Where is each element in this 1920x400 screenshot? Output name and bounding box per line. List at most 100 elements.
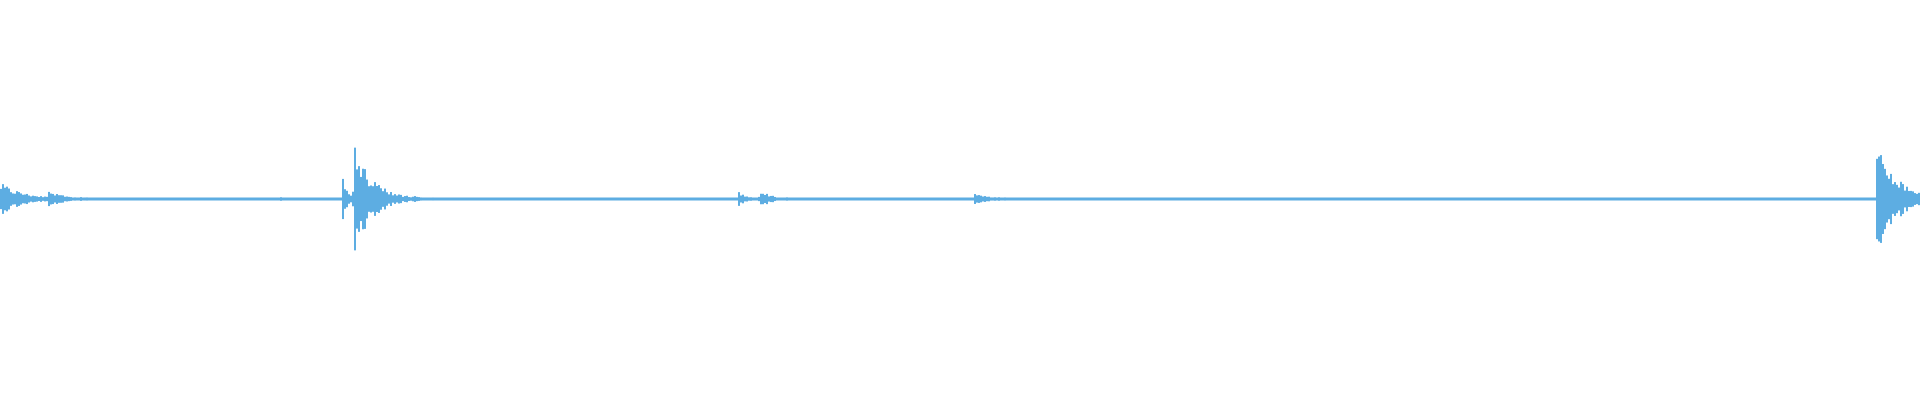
waveform-bar <box>530 197 532 201</box>
waveform-bar <box>1656 197 1658 201</box>
waveform-bar <box>698 197 700 201</box>
waveform-bar <box>1814 197 1816 201</box>
waveform-bar <box>1478 197 1480 201</box>
waveform-bar <box>1562 197 1564 201</box>
waveform-bar <box>206 197 208 201</box>
waveform-bar <box>152 197 154 201</box>
waveform-bar <box>600 197 602 201</box>
waveform-bar <box>158 197 160 201</box>
waveform-bar <box>1034 197 1036 201</box>
waveform-bar <box>1486 197 1488 201</box>
waveform-bar <box>1914 193 1916 205</box>
waveform-bar <box>750 197 752 201</box>
waveform-bar <box>510 197 512 201</box>
waveform-bar <box>280 197 282 201</box>
waveform-bar <box>1160 197 1162 201</box>
waveform-bar <box>148 197 150 201</box>
waveform-bar <box>1864 197 1866 201</box>
waveform-bar <box>744 196 746 202</box>
waveform-bar <box>1430 197 1432 201</box>
waveform-bar <box>288 197 290 201</box>
waveform-bar <box>526 197 528 201</box>
waveform-bar <box>352 191 354 207</box>
waveform-bar <box>338 197 340 201</box>
waveform-bar <box>1110 197 1112 201</box>
waveform-bar <box>474 197 476 201</box>
waveform-bar <box>1444 197 1446 201</box>
waveform-bar <box>1288 197 1290 201</box>
waveform-bar <box>1166 197 1168 201</box>
waveform-bar <box>1662 197 1664 201</box>
waveform-bar <box>1628 197 1630 201</box>
waveform-bar <box>174 197 176 201</box>
waveform-bar <box>1830 197 1832 201</box>
waveform-bar <box>1540 197 1542 201</box>
waveform-bar <box>500 197 502 201</box>
waveform-bar <box>1658 197 1660 201</box>
waveform-bar <box>1618 197 1620 201</box>
waveform-bar <box>1828 197 1830 201</box>
waveform-bar <box>1322 197 1324 201</box>
waveform-bar <box>576 197 578 201</box>
waveform-bar <box>784 197 786 201</box>
waveform-bar <box>1428 197 1430 201</box>
waveform-bar <box>1676 197 1678 201</box>
waveform-bar <box>1886 175 1888 223</box>
waveform-bar <box>202 197 204 201</box>
waveform-bar <box>564 197 566 201</box>
waveform-bar <box>1174 197 1176 201</box>
waveform-bar <box>218 197 220 201</box>
waveform-bar <box>1040 197 1042 201</box>
waveform-bar <box>1600 197 1602 201</box>
waveform-bar <box>532 197 534 201</box>
waveform-bar <box>896 197 898 201</box>
waveform-bar <box>442 197 444 201</box>
waveform-bar <box>4 187 6 211</box>
waveform-bar <box>1704 197 1706 201</box>
waveform-bar <box>508 197 510 201</box>
waveform-bar <box>1906 186 1908 212</box>
waveform-bar <box>1028 197 1030 201</box>
waveform-bar <box>114 197 116 201</box>
waveform-bar <box>324 197 326 201</box>
waveform-bar <box>514 197 516 201</box>
waveform-bar <box>754 197 756 201</box>
waveform-bar <box>66 196 68 202</box>
waveform-bar <box>1320 197 1322 201</box>
waveform-bar <box>724 197 726 201</box>
waveform-bar <box>1630 197 1632 201</box>
waveform-bar <box>54 195 56 203</box>
waveform-bar <box>1284 197 1286 201</box>
waveform-bar <box>458 197 460 201</box>
waveform-bar <box>594 197 596 201</box>
waveform-bar <box>676 197 678 201</box>
waveform-bar <box>1156 197 1158 201</box>
waveform-bar <box>240 197 242 201</box>
waveform-bar <box>654 197 656 201</box>
waveform-bar <box>252 197 254 201</box>
waveform-bar <box>498 197 500 201</box>
waveform-bar <box>1354 197 1356 201</box>
waveform-bar <box>30 196 32 202</box>
waveform-bar <box>1176 197 1178 201</box>
waveform-bar <box>1710 197 1712 201</box>
waveform-bar <box>262 197 264 201</box>
waveform-bar <box>1804 197 1806 201</box>
waveform-bar <box>592 197 594 201</box>
waveform-bar <box>570 197 572 201</box>
waveform-bar <box>1762 197 1764 201</box>
waveform-bar <box>1520 197 1522 201</box>
waveform-bar <box>76 197 78 201</box>
waveform-bar <box>786 197 788 201</box>
waveform-bar <box>1256 197 1258 201</box>
waveform-bar <box>1120 197 1122 201</box>
waveform-bar <box>922 197 924 201</box>
waveform-bar <box>910 197 912 201</box>
waveform-bar <box>1278 197 1280 201</box>
waveform-bar <box>470 197 472 201</box>
waveform-bar <box>1910 190 1912 208</box>
waveform-bar <box>1550 197 1552 201</box>
waveform-bar <box>1436 197 1438 201</box>
waveform-bar <box>1094 197 1096 201</box>
waveform-bar <box>52 193 54 205</box>
